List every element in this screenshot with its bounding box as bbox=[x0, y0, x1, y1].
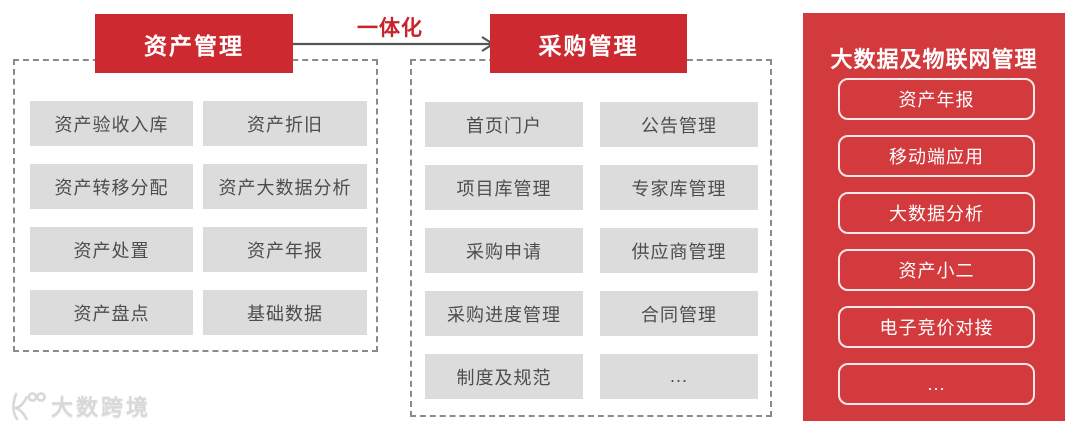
bigdata-items-list: 资产年报 移动端应用 大数据分析 资产小二 电子竞价对接 ... bbox=[838, 78, 1035, 405]
procurement-item: 采购申请 bbox=[425, 228, 583, 273]
bigdata-panel-title: 大数据及物联网管理 bbox=[830, 47, 1038, 72]
procurement-header-label: 采购管理 bbox=[538, 32, 639, 59]
watermark-text: 大数跨境 bbox=[51, 395, 152, 420]
procurement-item: ... bbox=[600, 354, 758, 399]
procurement-item: 项目库管理 bbox=[425, 165, 583, 210]
asset-item: 资产大数据分析 bbox=[203, 164, 367, 209]
asset-item: 资产盘点 bbox=[30, 290, 193, 335]
procurement-item: 供应商管理 bbox=[600, 228, 758, 273]
bigdata-item: 大数据分析 bbox=[838, 192, 1035, 234]
asset-item: 基础数据 bbox=[203, 290, 367, 335]
k100-logo-icon bbox=[12, 392, 46, 421]
procurement-items-grid: 首页门户 公告管理 项目库管理 专家库管理 采购申请 供应商管理 采购进度管理 … bbox=[425, 102, 758, 399]
bigdata-item: 资产小二 bbox=[838, 249, 1035, 291]
asset-item: 资产年报 bbox=[203, 227, 367, 272]
procurement-item: 制度及规范 bbox=[425, 354, 583, 399]
bigdata-item: ... bbox=[838, 363, 1035, 405]
integration-arrow-label: 一体化 bbox=[357, 17, 423, 40]
watermark: 大数跨境 bbox=[8, 390, 151, 422]
bigdata-item: 移动端应用 bbox=[838, 135, 1035, 177]
bigdata-item: 电子竞价对接 bbox=[838, 306, 1035, 348]
bigdata-panel: 大数据及物联网管理 资产年报 移动端应用 大数据分析 资产小二 电子竞价对接 .… bbox=[803, 13, 1065, 421]
procurement-header: 采购管理 bbox=[490, 14, 687, 73]
asset-header-label: 资产管理 bbox=[144, 32, 244, 59]
asset-header: 资产管理 bbox=[95, 14, 293, 73]
procurement-item: 采购进度管理 bbox=[425, 291, 583, 336]
asset-item: 资产验收入库 bbox=[30, 101, 193, 146]
asset-item: 资产转移分配 bbox=[30, 164, 193, 209]
procurement-item: 首页门户 bbox=[425, 102, 583, 147]
bigdata-item: 资产年报 bbox=[838, 78, 1035, 120]
procurement-item: 专家库管理 bbox=[600, 165, 758, 210]
asset-items-grid: 资产验收入库 资产折旧 资产转移分配 资产大数据分析 资产处置 资产年报 资产盘… bbox=[30, 101, 367, 335]
procurement-item: 合同管理 bbox=[600, 291, 758, 336]
asset-item: 资产处置 bbox=[30, 227, 193, 272]
procurement-item: 公告管理 bbox=[600, 102, 758, 147]
asset-item: 资产折旧 bbox=[203, 101, 367, 146]
